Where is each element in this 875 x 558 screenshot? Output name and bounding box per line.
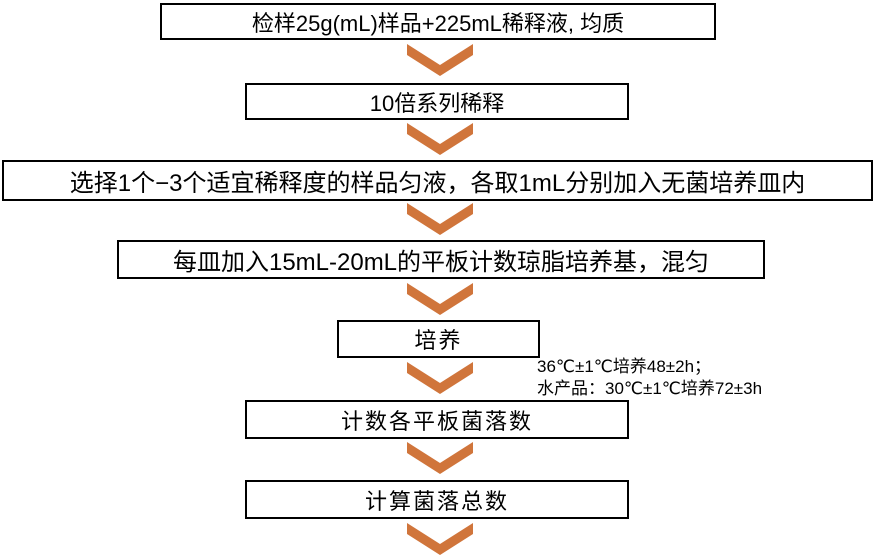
incubation-conditions-note: 36℃±1℃培养48±2h； 水产品：30℃±1℃培养72±3h: [537, 356, 762, 400]
down-chevron-arrow-icon: [407, 203, 473, 235]
step-select-dilutions: 选择1个−3个适宜稀释度的样品匀液，各取1mL分别加入无菌培养皿内: [2, 160, 873, 201]
step-label: 计算菌落总数: [364, 488, 509, 514]
step-label: 选择1个−3个适宜稀释度的样品匀液，各取1mL分别加入无菌培养皿内: [69, 170, 806, 197]
step-label: 每皿加入15mL-20mL的平板计数琼脂培养基，混匀: [172, 249, 710, 276]
down-chevron-arrow-icon: [407, 442, 473, 474]
step-calculate-total-count: 计算菌落总数: [245, 480, 629, 519]
step-label: 计数各平板菌落数: [340, 408, 533, 434]
step-incubation: 培养: [337, 320, 540, 358]
step-add-agar-medium: 每皿加入15mL-20mL的平板计数琼脂培养基，混匀: [117, 240, 765, 279]
down-chevron-arrow-icon: [407, 123, 473, 155]
step-label: 培养: [414, 328, 463, 353]
step-label: 10倍系列稀释: [369, 90, 505, 116]
step-serial-dilution: 10倍系列稀释: [245, 83, 629, 120]
down-chevron-arrow-icon: [407, 44, 473, 76]
incubation-note-line-1: 36℃±1℃培养48±2h；: [537, 357, 712, 376]
down-chevron-arrow-icon: [407, 362, 473, 394]
down-chevron-arrow-icon: [407, 283, 473, 315]
down-chevron-arrow-icon: [407, 523, 473, 555]
incubation-note-line-2: 水产品：30℃±1℃培养72±3h: [537, 379, 763, 398]
step-sample-homogenize: 检样25g(mL)样品+225mL稀释液, 均质: [160, 3, 716, 40]
step-label: 检样25g(mL)样品+225mL稀释液, 均质: [251, 10, 625, 36]
step-count-colonies: 计数各平板菌落数: [245, 400, 629, 439]
